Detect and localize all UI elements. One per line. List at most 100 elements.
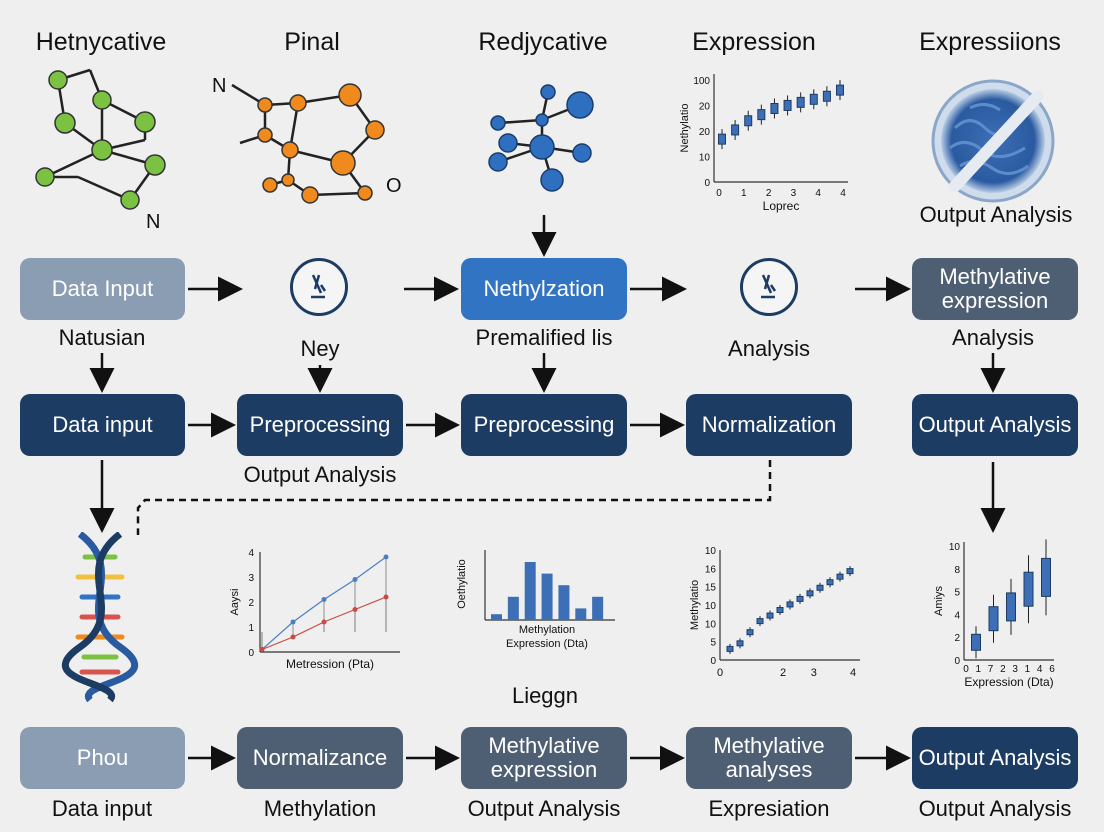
data-input-box-row1[interactable]: Data Input	[20, 258, 185, 320]
molecule-1-n-label: N	[146, 211, 160, 233]
preprocessing-box-row2-b[interactable]: Preprocessing	[461, 394, 627, 456]
preprocessing-box-row2-a[interactable]: Preprocessing	[237, 394, 403, 456]
column-title-3: Redjycative	[478, 28, 608, 56]
y-tick-label: 20	[699, 127, 711, 138]
x-tick-label: 4	[850, 667, 856, 679]
green-molecule-icon: N	[35, 68, 166, 233]
column-title-4: Expression	[692, 28, 816, 56]
x-tick-label: 4	[840, 188, 846, 199]
normalization-box-row2[interactable]: Normalization	[686, 394, 852, 456]
x-tick-label: 7	[988, 664, 994, 675]
column-title-5: Expressiions	[919, 28, 1061, 56]
mid-caption: Lieggn	[511, 683, 579, 708]
row4-label-4: Expresiation	[708, 796, 830, 821]
data-point	[726, 645, 734, 652]
output-analysis-box-row2[interactable]: Output Analysis	[912, 394, 1078, 456]
data-box	[1041, 557, 1051, 597]
y-tick-label: 4	[248, 548, 254, 559]
bar	[575, 608, 587, 620]
row1-label-5: Analysis	[952, 325, 1034, 350]
data-point	[756, 618, 764, 625]
bar	[541, 573, 553, 620]
data-box	[1006, 592, 1016, 622]
x-axis-label: Metression (Pta)	[286, 657, 374, 671]
output-analysis-box-row4[interactable]: Output Analysis	[912, 727, 1078, 789]
data-box	[971, 633, 981, 651]
y-tick-label: 16	[705, 564, 717, 575]
x-tick-label: 0	[717, 667, 723, 679]
column-title-1: Hetnycative	[35, 28, 167, 56]
y-axis-label: Amiys	[933, 586, 945, 616]
bar	[507, 596, 519, 620]
x-tick-label: 3	[791, 188, 797, 199]
x-tick-label: 3	[811, 667, 817, 679]
data-point	[796, 96, 805, 108]
normalizance-box-row4[interactable]: Normalizance	[237, 727, 403, 789]
y-axis-label: Methylatio	[689, 580, 701, 630]
orange-molecule-icon: N O	[212, 75, 402, 204]
y-tick-label: 10	[705, 601, 717, 612]
x-axis-label-line-1: Methylation	[519, 624, 575, 636]
molecule-2-o-label: O	[386, 175, 402, 197]
row1-label-2: Ney	[300, 336, 340, 361]
row4-label-3: Output Analysis	[467, 796, 621, 821]
x-tick-label: 0	[963, 664, 969, 675]
molecule-2-n-label: N	[212, 75, 226, 97]
data-point	[290, 619, 296, 625]
row1-label-3: Premalified lis	[475, 325, 613, 350]
y-axis-label: Nethylatio	[679, 104, 691, 153]
phou-box-row4[interactable]: Phou	[20, 727, 185, 789]
data-point	[836, 573, 844, 580]
data-point	[352, 577, 358, 582]
data-point	[786, 601, 794, 608]
data-point	[809, 93, 818, 105]
x-tick-label: 2	[1000, 664, 1006, 675]
methylative-expression-box-row4[interactable]: Methylative expression	[461, 727, 627, 789]
data-input-box-row2[interactable]: Data input	[20, 394, 185, 456]
data-point	[731, 124, 740, 136]
y-axis-label: Aaysi	[229, 589, 241, 616]
data-point	[836, 84, 844, 96]
y-tick-label: 10	[699, 153, 711, 164]
methylative-expression-box-row1[interactable]: Methylative expression	[912, 258, 1078, 320]
data-point	[826, 579, 834, 586]
data-point	[766, 612, 774, 619]
blue-molecule-icon	[488, 84, 594, 192]
petri-dish-icon	[931, 79, 1055, 203]
x-axis-label-line-2: Expression (Dta)	[506, 638, 588, 650]
data-point	[822, 90, 831, 102]
methylation-box-row1[interactable]: Nethylzation	[461, 258, 627, 320]
x-tick-label: 2	[766, 188, 772, 199]
data-point	[290, 634, 296, 640]
y-tick-label: 4	[954, 610, 960, 621]
x-tick-label: 2	[780, 667, 786, 679]
row4-label-2: Methylation	[263, 796, 377, 821]
x-axis-label: Loprec	[763, 199, 800, 213]
y-tick-label: 2	[954, 633, 960, 644]
y-axis-label: Oethylatio	[456, 559, 468, 609]
y-tick-label: 8	[954, 565, 960, 576]
x-tick-label: 3	[1012, 664, 1018, 675]
microscope-icon-row1-b	[740, 258, 798, 316]
y-tick-label: 10	[705, 546, 717, 557]
data-box	[988, 606, 999, 632]
data-point	[846, 568, 854, 575]
x-tick-label: 1	[976, 664, 982, 675]
bar	[524, 562, 536, 620]
row1-label-4: Analysis	[728, 336, 810, 361]
x-axis-label: Expression (Dta)	[964, 675, 1053, 689]
data-point	[352, 607, 358, 612]
x-tick-label: 6	[1049, 664, 1055, 675]
x-tick-label: 1	[741, 188, 747, 199]
y-tick-label: 0	[710, 656, 716, 667]
y-tick-label: 15	[705, 583, 717, 594]
column-title-2: Pinal	[284, 28, 340, 56]
methylative-analyses-box-row4[interactable]: Methylative analyses	[686, 727, 852, 789]
dna-helix-icon	[61, 532, 139, 702]
y-tick-label: 10	[949, 542, 961, 553]
